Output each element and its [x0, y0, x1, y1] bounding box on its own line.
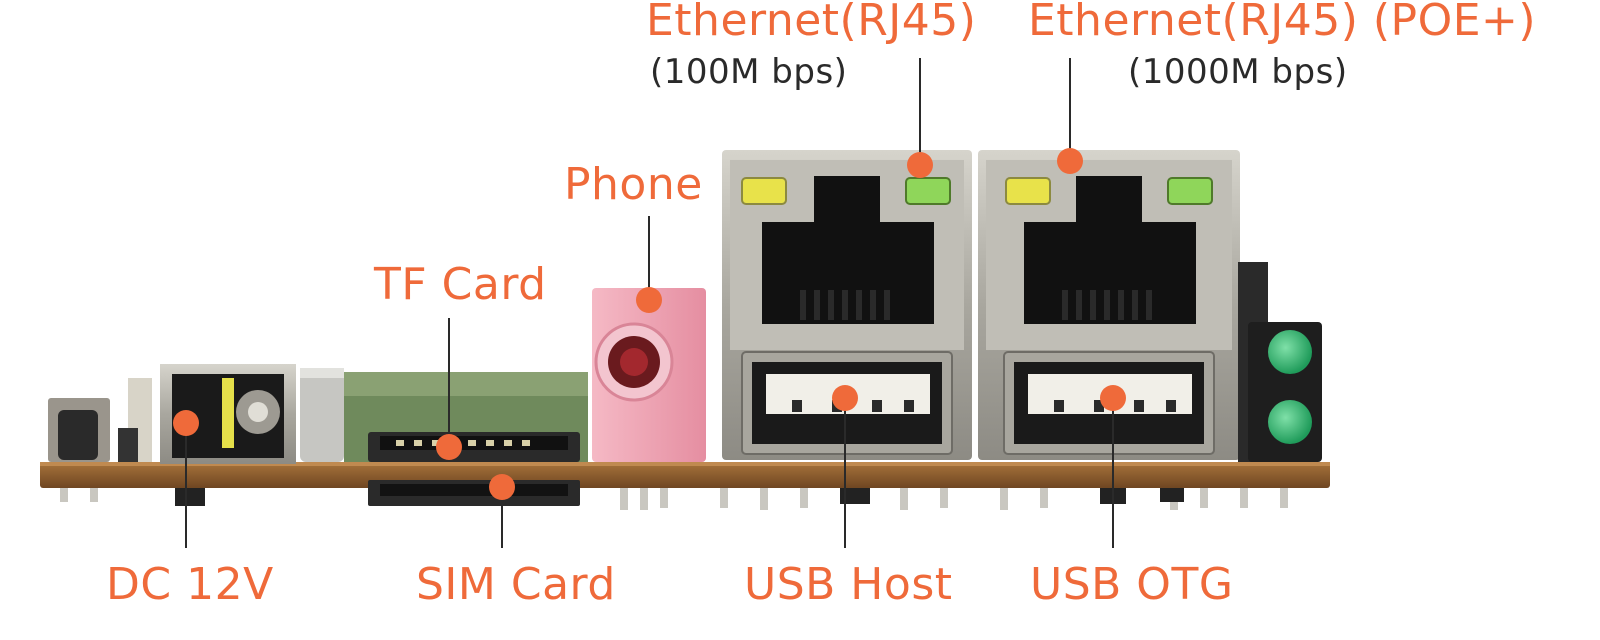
tf-card-slot	[368, 432, 580, 462]
label-usb-otg: USB OTG	[1030, 559, 1234, 610]
ethernet-100m-port	[722, 150, 972, 460]
label-ethernet-100m-title: Ethernet(RJ45)	[646, 0, 977, 46]
phone-jack	[592, 288, 706, 462]
dc-jack	[160, 364, 296, 464]
label-sim-card: SIM Card	[416, 559, 616, 610]
capacitor	[300, 368, 344, 462]
pcb-board	[40, 462, 1330, 488]
label-ethernet-1000m-speed: (1000M bps)	[1128, 52, 1348, 92]
status-leds	[1248, 322, 1322, 462]
label-ethernet-1000m-title: Ethernet(RJ45) (POE+)	[1028, 0, 1537, 46]
label-tf-card: TF Card	[374, 259, 547, 310]
label-phone: Phone	[564, 159, 703, 210]
label-ethernet-100m-speed: (100M bps)	[650, 52, 848, 92]
label-usb-host: USB Host	[744, 559, 953, 610]
callouts	[173, 58, 1126, 548]
sim-card-slot	[368, 480, 580, 506]
ethernet-1000m-port	[978, 150, 1240, 460]
label-dc-12v: DC 12V	[106, 559, 274, 610]
